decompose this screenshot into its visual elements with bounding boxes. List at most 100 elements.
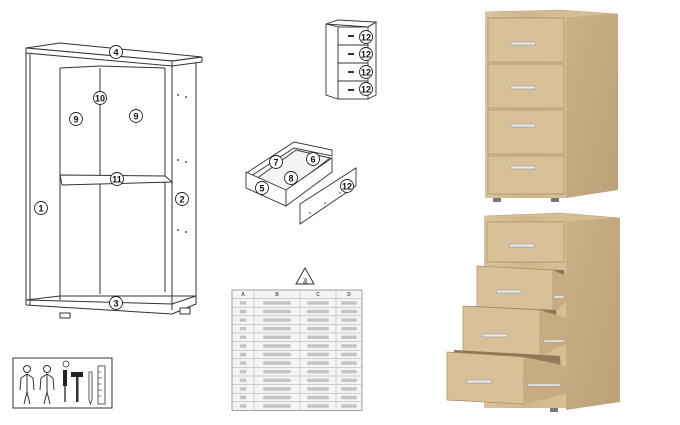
part-callout-9-left: 9 [69,112,83,126]
small-chest-labels: 12 12 12 12 [359,30,373,96]
table-cell-blurred [341,370,357,374]
table-cell-blurred [263,335,291,339]
cabinet-part-labels: 4 10 9 9 11 1 2 3 [34,45,189,310]
table-cell-blurred [263,344,291,348]
table-cell-blurred [307,361,329,365]
table-cell-blurred [341,352,357,357]
table-cell-blurred [341,327,357,331]
svg-text:12: 12 [361,85,371,95]
svg-text:6: 6 [310,155,315,165]
table-cell-blurred [307,395,329,400]
part-callout-10: 10 [93,91,107,105]
table-cell-blurred [341,361,357,365]
svg-text:7: 7 [273,158,278,168]
table-cell-blurred [263,387,291,391]
svg-text:5: 5 [259,184,264,194]
table-cell-blurred [263,378,291,382]
table-cell-blurred [341,335,357,339]
table-cell-blurred [239,370,247,374]
svg-text:4: 4 [113,48,118,58]
drawer-callout-7: 7 [269,155,283,169]
svg-text:12: 12 [361,33,371,43]
part-callout-3: 4 [109,45,123,59]
table-cell-blurred [341,387,357,391]
svg-text:3: 3 [113,299,118,309]
photo-chest-open [446,212,621,412]
table-cell-blurred [307,387,329,391]
table-cell-blurred [307,344,329,348]
svg-text:12: 12 [361,68,371,78]
table-cell-blurred [263,370,291,374]
drawer-callout-12-1: 12 [359,30,373,44]
table-cell-blurred [239,344,247,348]
hammer-icon [71,372,83,402]
svg-text:8: 8 [288,174,293,184]
table-cell-blurred [239,361,247,365]
table-cell-blurred [239,318,247,322]
table-header-cell: B [275,292,279,298]
screwdriver-icon [62,360,70,402]
svg-text:10: 10 [95,94,105,104]
table-cell-blurred [263,309,291,314]
photo-chest-closed [484,9,619,202]
table-cell-blurred [341,301,357,305]
part-callout-4: 3 [109,296,123,310]
table-cell-blurred [307,352,329,357]
part-callout-2: 2 [175,192,189,206]
parts-icon-triangle: ʓʅ [295,266,315,285]
table-cell-blurred [307,378,329,382]
table-cell-blurred [307,318,329,322]
tools-panel [12,357,113,409]
small-chest-drawing [325,19,378,100]
table-cell-blurred [263,352,291,357]
two-persons-icon [19,365,55,405]
parts-table: A B C D [231,289,363,411]
drawer-callout-12: 12 [340,179,354,193]
svg-text:11: 11 [112,175,122,185]
table-cell-blurred [239,327,247,331]
table-cell-blurred [263,327,291,331]
table-header-cell: A [241,292,245,298]
table-cell-blurred [263,301,291,305]
table-cell-blurred [307,301,329,305]
drawer-callout-12-3: 12 [359,65,373,79]
table-cell-blurred [239,309,247,314]
svg-text:1: 1 [38,204,43,214]
table-header-cell: C [316,292,320,298]
table-cell-blurred [239,378,247,382]
drawer-callout-8: 8 [284,171,298,185]
ruler-icon [97,365,106,405]
cabinet-drawing [25,42,203,319]
table-cell-blurred [307,335,329,339]
table-cell-blurred [307,327,329,331]
table-cell-blurred [239,335,247,339]
table-cell-blurred [263,395,291,400]
pencil-icon [88,371,93,406]
svg-text:9: 9 [73,115,78,125]
table-header-cell: D [347,292,351,298]
table-cell-blurred [341,395,357,400]
svg-text:2: 2 [179,195,184,205]
drawer-callout-12-4: 12 [359,82,373,96]
svg-text:12: 12 [361,50,371,60]
part-callout-9-right: 9 [129,109,143,123]
table-cell-blurred [263,361,291,365]
table-cell-blurred [341,318,357,322]
table-cell-blurred [239,395,247,400]
drawer-box-labels: 7 6 8 5 12 [255,152,354,195]
table-cell-blurred [263,318,291,322]
table-cell-blurred [341,378,357,382]
table-cell-blurred [239,387,247,391]
part-callout-1: 1 [34,201,48,215]
drawer-callout-12-2: 12 [359,47,373,61]
svg-text:ʓʅ: ʓʅ [303,278,308,284]
svg-text:12: 12 [342,182,352,192]
table-cell-blurred [341,344,357,348]
drawer-callout-5: 5 [255,181,269,195]
table-cell-blurred [307,309,329,314]
svg-text:9: 9 [133,112,138,122]
drawer-callout-6: 6 [306,152,320,166]
table-cell-blurred [341,404,357,408]
table-cell-blurred [239,404,247,408]
